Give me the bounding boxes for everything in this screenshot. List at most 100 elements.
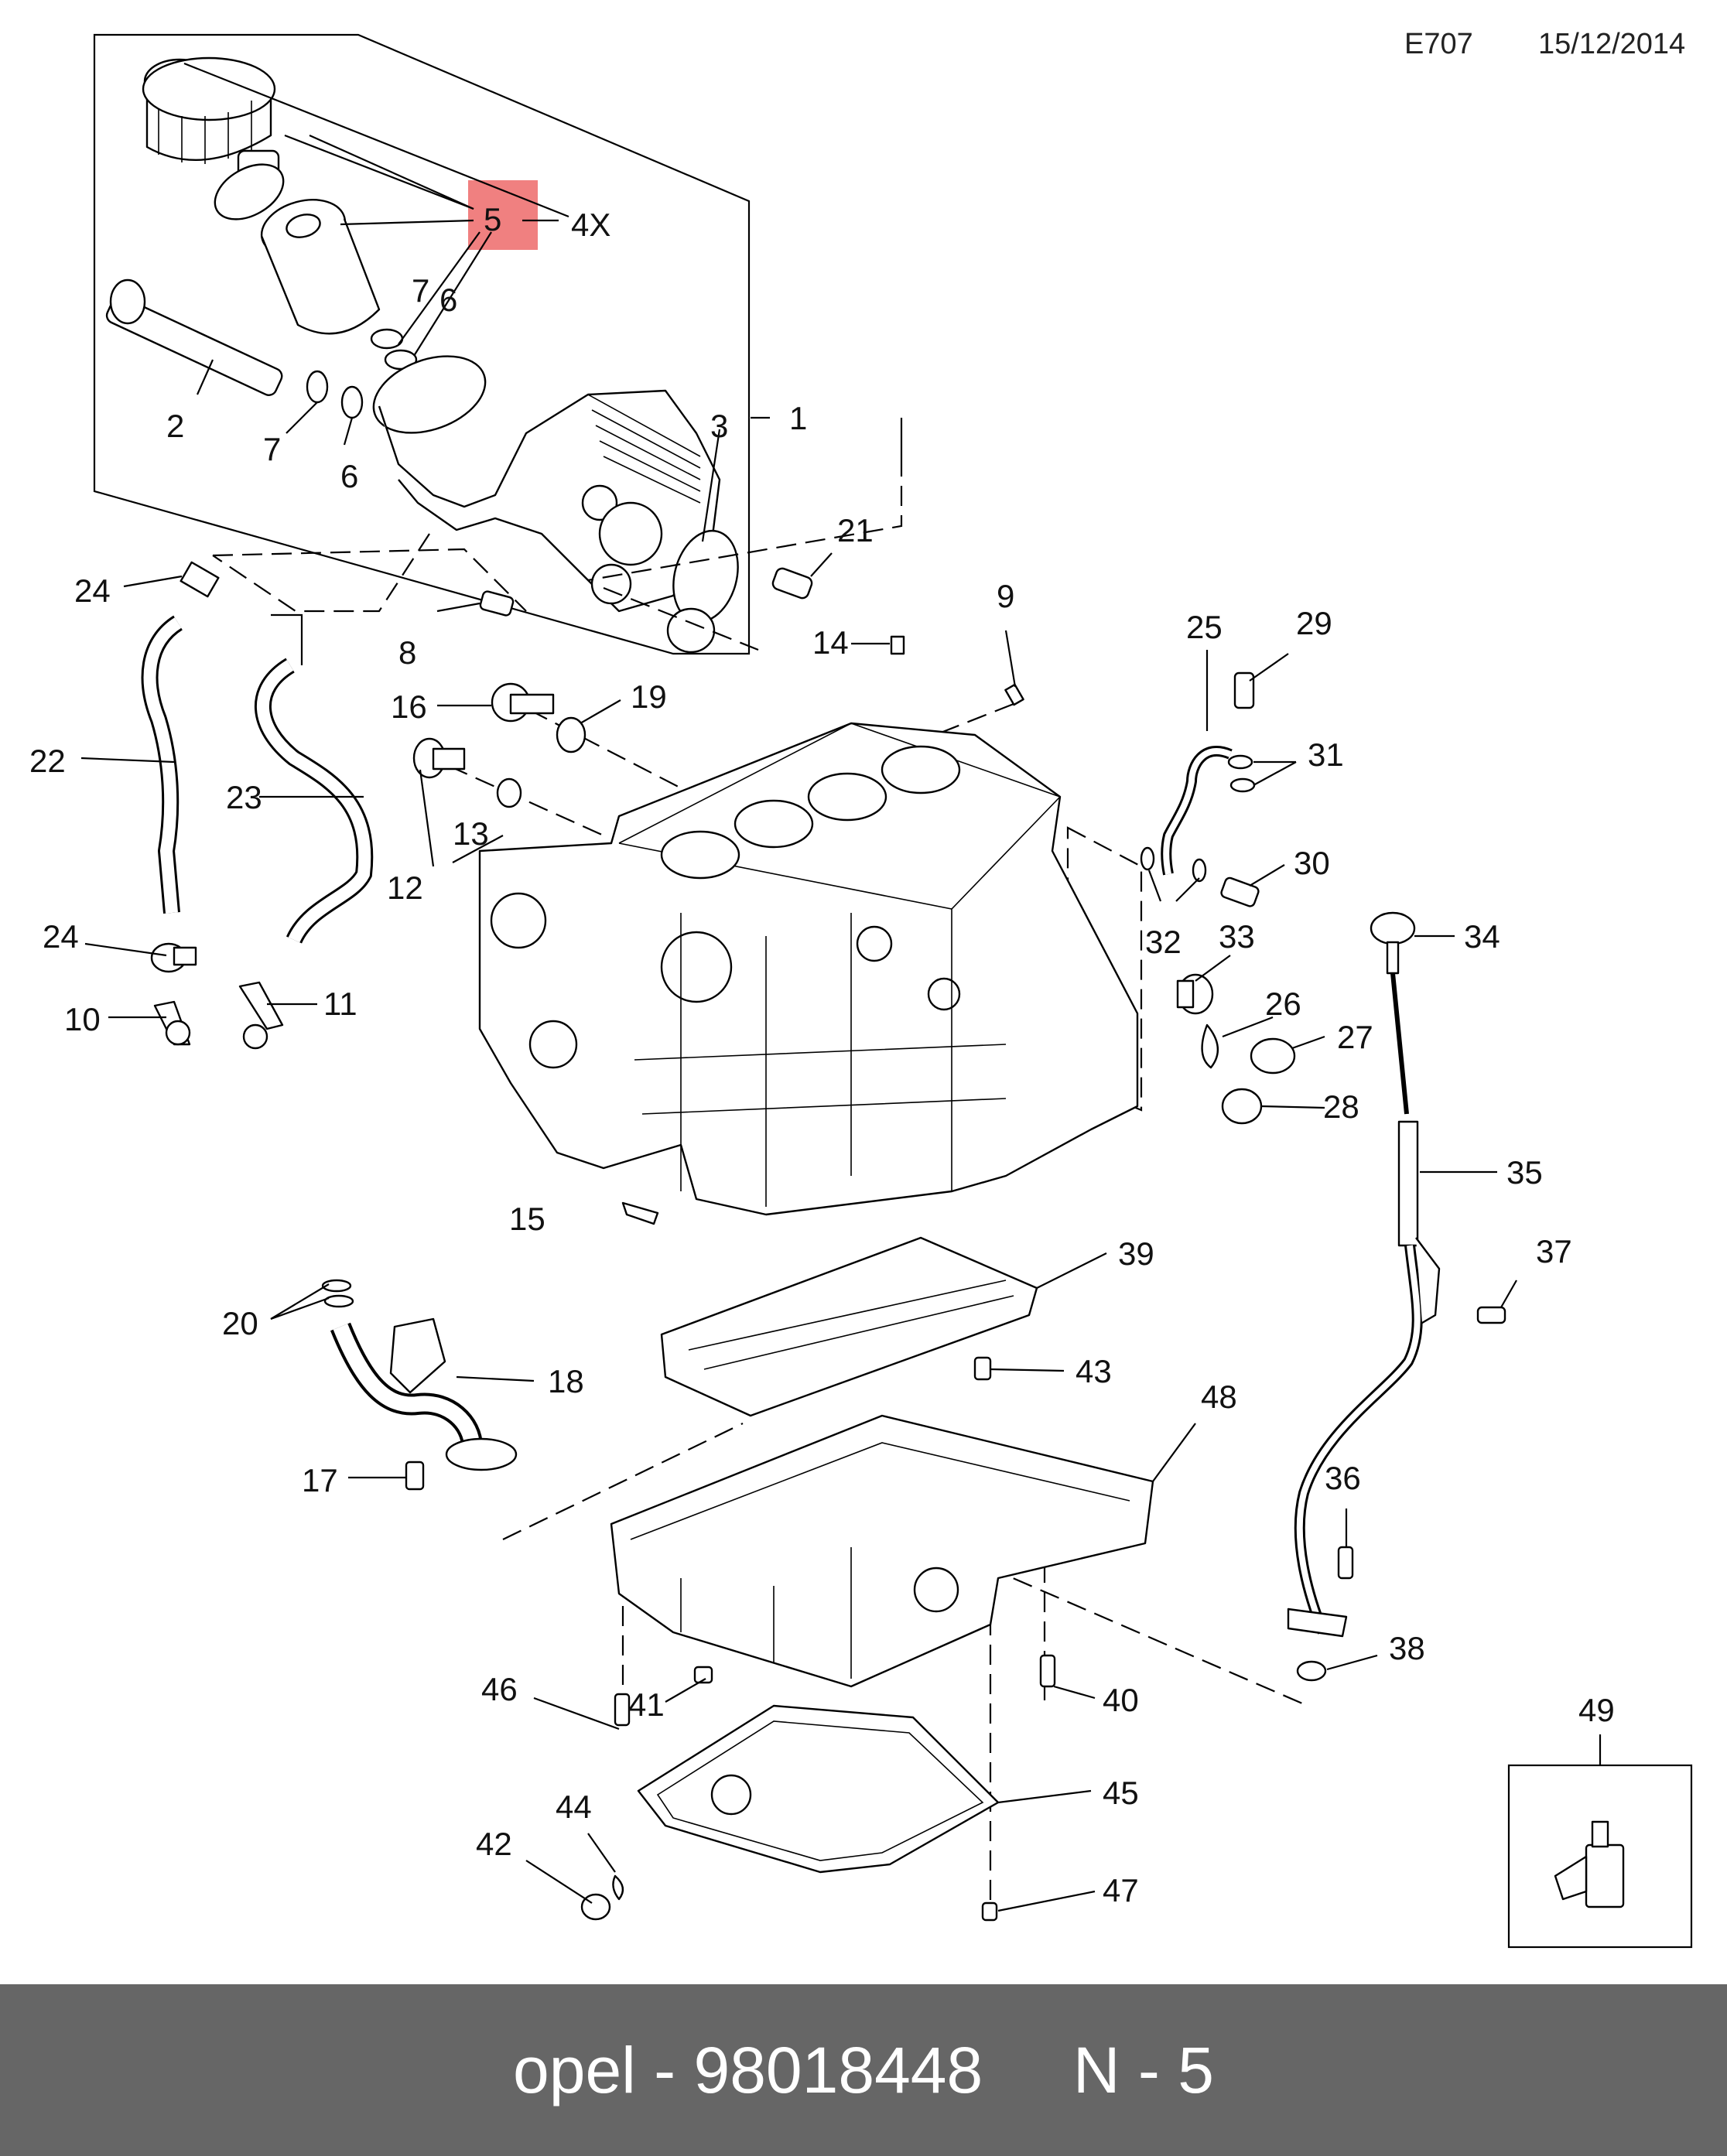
callout-8: 8 — [398, 634, 416, 671]
callout-5: 5 — [484, 201, 501, 237]
hose-fitting-11[interactable] — [238, 981, 284, 1050]
bolt-37[interactable] — [1476, 1306, 1506, 1324]
callout-18: 18 — [548, 1363, 584, 1399]
callout-7-lower: 7 — [263, 431, 281, 467]
seal-ring-6-lower[interactable] — [340, 385, 364, 419]
dowel-pin-9[interactable] — [1004, 683, 1024, 706]
diagram-date: 15/12/2014 — [1538, 28, 1686, 60]
cap-o-ring[interactable] — [205, 153, 292, 231]
seal-44[interactable] — [612, 1874, 624, 1901]
assembly-1-boundary — [93, 33, 751, 655]
bolt-40[interactable] — [1039, 1654, 1056, 1688]
oil-baffle-39[interactable] — [660, 1236, 1038, 1417]
bolt-36[interactable] — [1337, 1546, 1354, 1580]
callout-39: 39 — [1118, 1235, 1154, 1272]
bracket-15[interactable] — [621, 1201, 659, 1225]
callout-19: 19 — [631, 678, 667, 715]
callout-6-lower: 6 — [340, 458, 358, 494]
leader-lines-group-1 — [183, 62, 770, 542]
callout-43: 43 — [1076, 1353, 1112, 1389]
callout-42: 42 — [476, 1826, 512, 1862]
callout-2: 2 — [166, 408, 184, 444]
hose-fitting-10[interactable] — [153, 1000, 191, 1046]
dipstick-tube-35[interactable] — [1287, 1120, 1441, 1638]
callout-15: 15 — [509, 1201, 545, 1237]
callout-10: 10 — [64, 1001, 101, 1037]
callout-28: 28 — [1323, 1088, 1359, 1125]
callout-11: 11 — [323, 986, 357, 1022]
callout-22: 22 — [29, 743, 66, 779]
callout-41: 41 — [628, 1686, 665, 1723]
callout-24-upper: 24 — [74, 572, 111, 609]
callout-37: 37 — [1536, 1233, 1572, 1269]
oil-return-fitting-33[interactable] — [1176, 973, 1214, 1015]
part-number-caption: opel - 98018448 N - 5 — [513, 2034, 1214, 2106]
callout-46: 46 — [481, 1671, 518, 1707]
callout-23: 23 — [226, 779, 262, 815]
callout-7-upper: 7 — [412, 272, 429, 309]
diagram-code: E707 — [1404, 28, 1473, 60]
highlight-box — [468, 180, 538, 250]
cooler-seal-small[interactable] — [666, 607, 716, 654]
lower-oil-pan-45[interactable] — [637, 1704, 1000, 1874]
callout-38: 38 — [1389, 1630, 1425, 1666]
callout-12: 12 — [387, 870, 423, 906]
sealant-box-49[interactable] — [1507, 1764, 1693, 1949]
washer-32-left[interactable] — [1140, 846, 1155, 871]
callout-25: 25 — [1186, 609, 1223, 645]
footer-bar: opel - 98018448 N - 5 — [0, 1984, 1727, 2156]
plug-14[interactable] — [890, 635, 905, 655]
bolt-46[interactable] — [614, 1693, 631, 1727]
callout-36: 36 — [1325, 1460, 1361, 1496]
seal-ring-7-upper[interactable] — [370, 328, 404, 350]
hose-28[interactable] — [1221, 1088, 1263, 1125]
callout-labels: 5 4X 1 3 2 7 6 7 6 21 24 8 9 14 16 19 22… — [29, 201, 1615, 1908]
seal-ring-7-lower[interactable] — [306, 370, 329, 404]
bolt-17[interactable] — [405, 1461, 425, 1491]
banjo-bolt-21[interactable] — [771, 567, 814, 600]
bolt-43[interactable] — [973, 1356, 992, 1381]
breather-hose-23[interactable] — [255, 658, 374, 945]
seal-26[interactable] — [1201, 1023, 1219, 1069]
callout-6-upper: 6 — [439, 282, 457, 318]
callout-33: 33 — [1219, 918, 1255, 955]
center-bolt[interactable] — [104, 278, 285, 398]
seal-ring-19[interactable] — [556, 716, 586, 753]
callout-40: 40 — [1103, 1682, 1139, 1718]
clamp-27[interactable] — [1250, 1037, 1296, 1075]
washer-31-lower[interactable] — [1229, 777, 1256, 793]
bolt-47[interactable] — [981, 1901, 998, 1922]
oil-filter-housing[interactable] — [363, 342, 721, 613]
upper-oil-pan-48[interactable] — [610, 1414, 1154, 1688]
callout-17: 17 — [302, 1462, 338, 1498]
bolt-8[interactable] — [479, 590, 515, 617]
banjo-bolt-30[interactable] — [1220, 876, 1260, 907]
seal-ring-13[interactable] — [496, 777, 522, 808]
callout-1: 1 — [789, 400, 807, 436]
bolt-41[interactable] — [693, 1666, 713, 1684]
washer-32-right[interactable] — [1192, 858, 1207, 883]
breather-hose-22[interactable] — [141, 561, 220, 914]
callout-20: 20 — [222, 1305, 258, 1341]
plug-12[interactable] — [412, 737, 466, 779]
oil-feed-line-25[interactable] — [1161, 745, 1233, 876]
callout-45: 45 — [1103, 1775, 1139, 1811]
oil-pressure-switch-16[interactable] — [491, 682, 555, 723]
oil-pickup-tube-18[interactable] — [330, 1317, 518, 1471]
hose-clamp-24-lower[interactable] — [150, 942, 197, 973]
callout-30: 30 — [1294, 845, 1330, 881]
seal-rings-20[interactable] — [321, 1279, 354, 1308]
engine-block[interactable] — [478, 722, 1139, 1216]
o-ring-38[interactable] — [1296, 1660, 1327, 1682]
washer-31-upper[interactable] — [1227, 754, 1253, 770]
banjo-bolt-29[interactable] — [1233, 671, 1255, 709]
callout-32: 32 — [1145, 924, 1182, 960]
callout-21: 21 — [837, 512, 874, 548]
callout-9: 9 — [997, 578, 1014, 614]
oil-filter-element[interactable] — [255, 191, 381, 335]
callout-leader-lines — [80, 418, 1602, 1912]
dipstick-34[interactable] — [1370, 911, 1416, 1115]
callout-44: 44 — [556, 1789, 592, 1825]
callout-3: 3 — [710, 408, 728, 444]
